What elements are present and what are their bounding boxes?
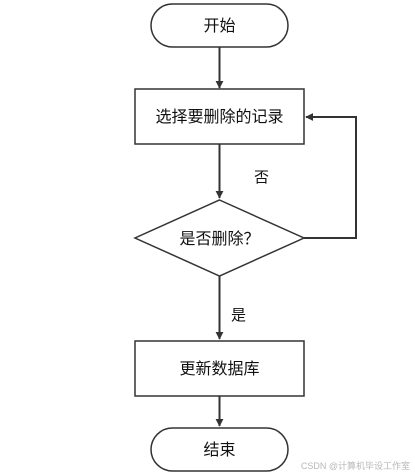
watermark: CSDN @计算机毕设工作室 <box>301 460 410 471</box>
decision-node: 是否删除？ <box>133 199 306 277</box>
decision-label: 是否删除？ <box>179 229 259 248</box>
start-node: 开始 <box>150 3 289 48</box>
edge-label-yes: 是 <box>231 306 246 324</box>
select-record-label: 选择要删除的记录 <box>155 107 283 126</box>
select-record-node: 选择要删除的记录 <box>134 88 305 145</box>
arrow-no-loop <box>304 113 357 239</box>
edge-label-no: 否 <box>254 168 269 186</box>
end-node-label: 结束 <box>203 440 235 459</box>
update-database-label: 更新数据库 <box>179 359 259 378</box>
end-node: 结束 <box>150 427 289 472</box>
update-database-node: 更新数据库 <box>134 340 305 397</box>
start-node-label: 开始 <box>203 16 235 35</box>
